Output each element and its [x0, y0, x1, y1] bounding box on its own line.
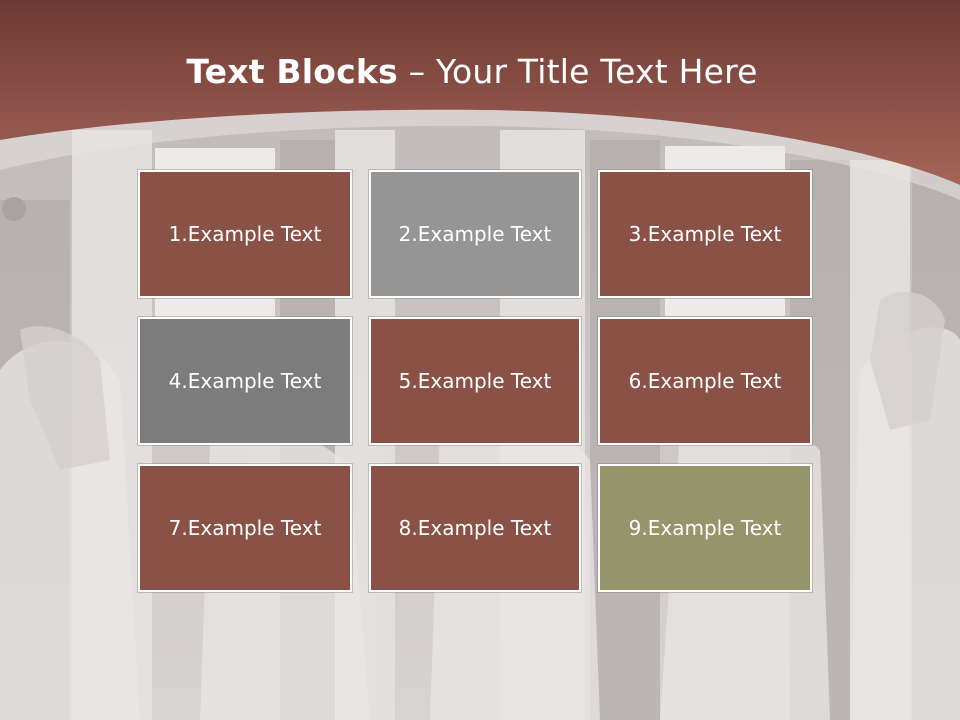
text-block-label: 7.Example Text	[168, 516, 322, 540]
text-block-label: 1.Example Text	[168, 222, 322, 246]
title-bold: Text Blocks	[186, 52, 398, 91]
text-block-2[interactable]: 2.Example Text	[369, 170, 581, 298]
text-block-label: 3.Example Text	[628, 222, 782, 246]
text-block-9[interactable]: 9.Example Text	[598, 464, 812, 592]
title-text: Your Title Text Here	[435, 52, 758, 91]
text-block-grid: 1.Example Text 2.Example Text 3.Example …	[138, 170, 812, 592]
text-block-6[interactable]: 6.Example Text	[598, 317, 812, 445]
text-block-label: 8.Example Text	[398, 516, 552, 540]
title-separator: –	[397, 52, 436, 91]
text-block-label: 2.Example Text	[398, 222, 552, 246]
slide-title: Text Blocks – Your Title Text Here	[0, 52, 944, 91]
text-block-label: 5.Example Text	[398, 369, 552, 393]
text-block-5[interactable]: 5.Example Text	[369, 317, 581, 445]
text-block-8[interactable]: 8.Example Text	[369, 464, 581, 592]
text-block-4[interactable]: 4.Example Text	[138, 317, 352, 445]
text-block-7[interactable]: 7.Example Text	[138, 464, 352, 592]
text-block-label: 4.Example Text	[168, 369, 322, 393]
text-block-3[interactable]: 3.Example Text	[598, 170, 812, 298]
text-block-label: 6.Example Text	[628, 369, 782, 393]
text-block-label: 9.Example Text	[628, 516, 782, 540]
text-block-1[interactable]: 1.Example Text	[138, 170, 352, 298]
